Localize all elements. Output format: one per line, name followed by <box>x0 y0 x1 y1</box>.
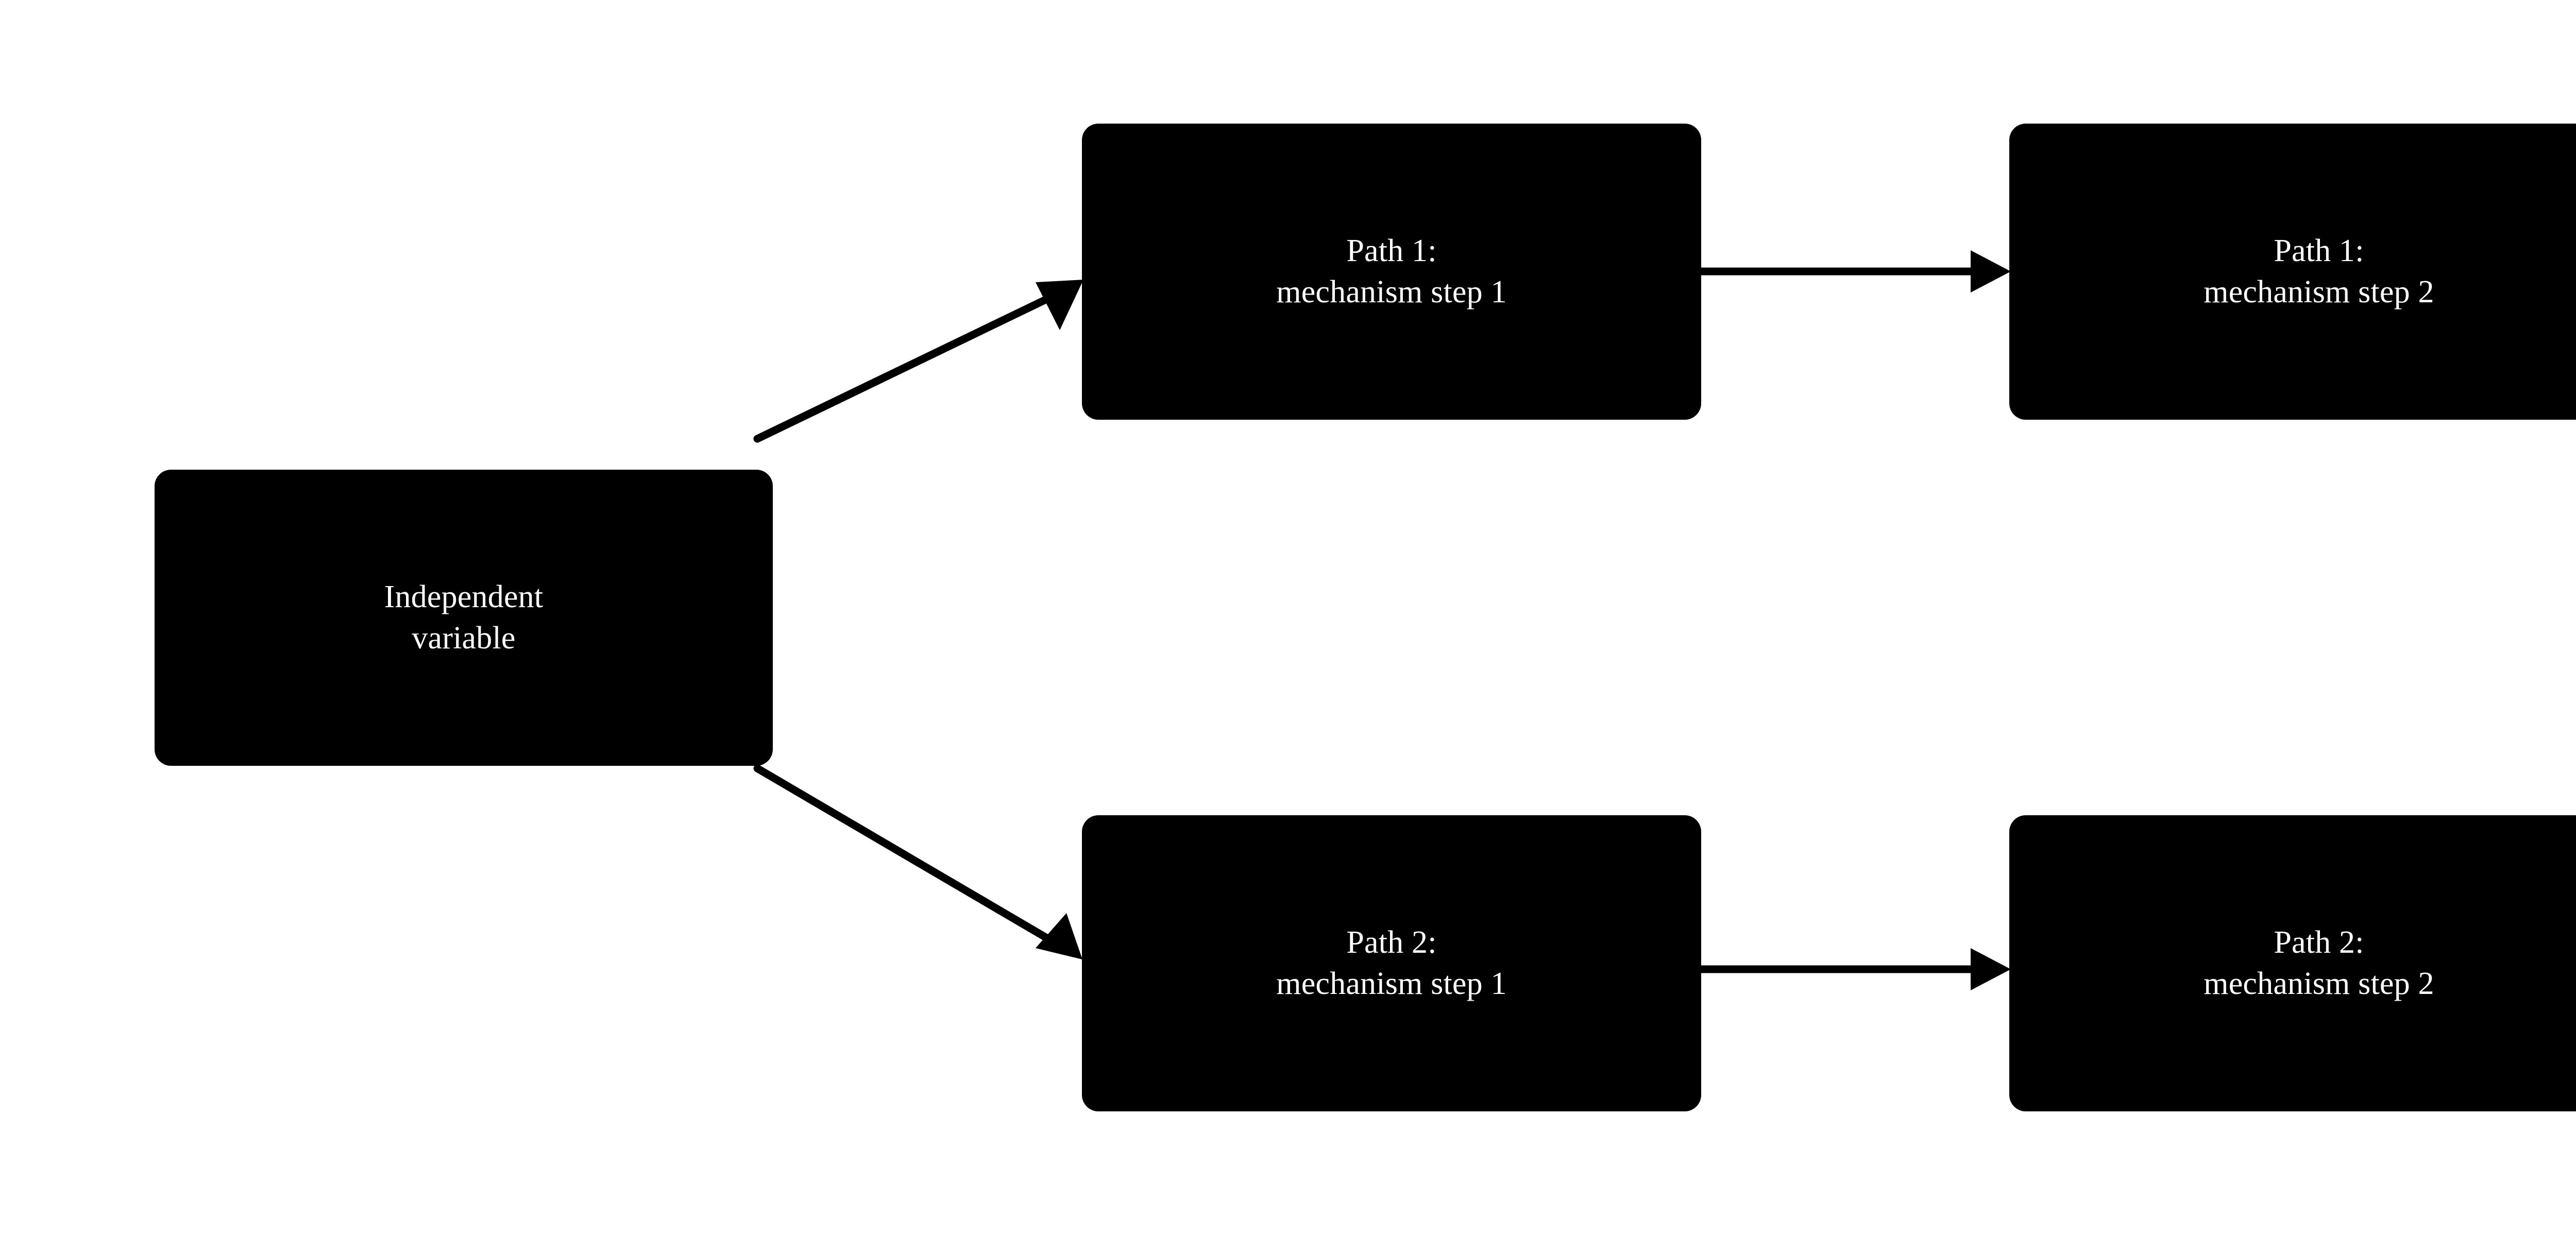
node-independent-variable[interactable]: Independent variable <box>155 470 773 766</box>
node-path2-step2[interactable]: Path 2: mechanism step 2 <box>2009 815 2576 1111</box>
node-path1-step1[interactable]: Path 1: mechanism step 1 <box>1082 124 1701 420</box>
arrowhead-icon <box>1971 250 2011 293</box>
node-label: Independent variable <box>384 579 544 656</box>
edge-line <box>753 290 1061 443</box>
edge-line <box>753 764 1060 948</box>
arrowhead-icon <box>1971 948 2011 990</box>
node-label: Path 1: mechanism step 1 <box>1276 233 1507 310</box>
edge-path1-step1-to-path1-step2 <box>1701 250 2011 293</box>
node-label: Path 1: mechanism step 2 <box>2204 233 2434 310</box>
node-path1-step2[interactable]: Path 1: mechanism step 2 <box>2009 124 2576 420</box>
edge-iv-to-path1-step1 <box>753 280 1083 443</box>
node-label: Path 2: mechanism step 1 <box>1276 925 1507 1001</box>
node-path2-step1[interactable]: Path 2: mechanism step 1 <box>1082 815 1701 1111</box>
arrowhead-icon <box>1036 280 1083 330</box>
edge-path2-step1-to-path2-step2 <box>1701 948 2011 990</box>
arrowhead-icon <box>1036 913 1082 959</box>
node-label: Path 2: mechanism step 2 <box>2204 925 2434 1001</box>
edge-iv-to-path2-step1 <box>753 764 1082 959</box>
